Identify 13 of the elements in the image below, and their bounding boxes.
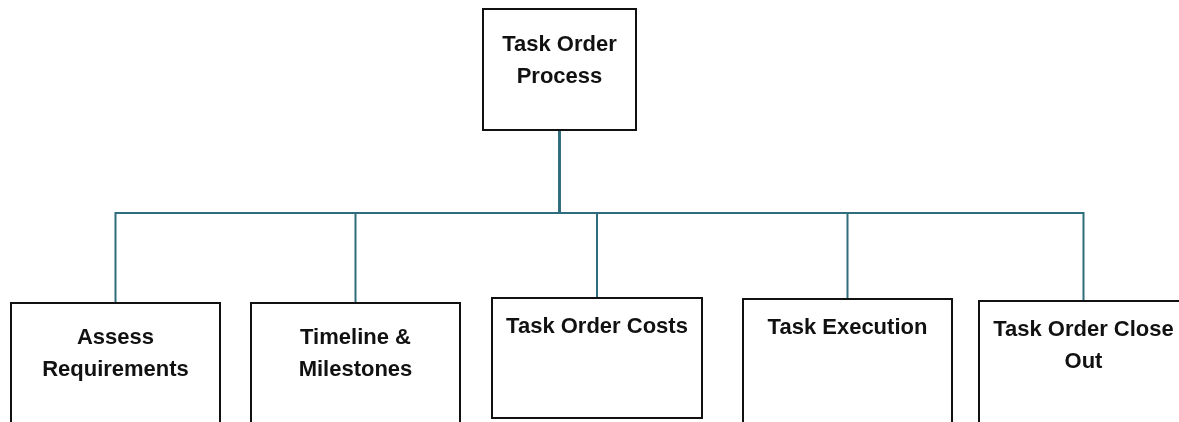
process-box — [250, 302, 461, 422]
process-box — [482, 8, 637, 131]
connector-line — [558, 130, 1085, 301]
process-box — [978, 300, 1179, 422]
box-label: Task Execution — [766, 313, 929, 341]
process-box — [742, 298, 953, 422]
box-label: Assess Requirements — [41, 323, 190, 383]
box-label: Timeline & Milestones — [297, 323, 414, 383]
process-box — [491, 297, 703, 419]
box-label: Task Order Process — [501, 30, 618, 90]
box-label: Task Order Close Out — [992, 315, 1175, 375]
process-box — [10, 302, 221, 422]
box-label: Task Order Costs — [505, 312, 689, 340]
